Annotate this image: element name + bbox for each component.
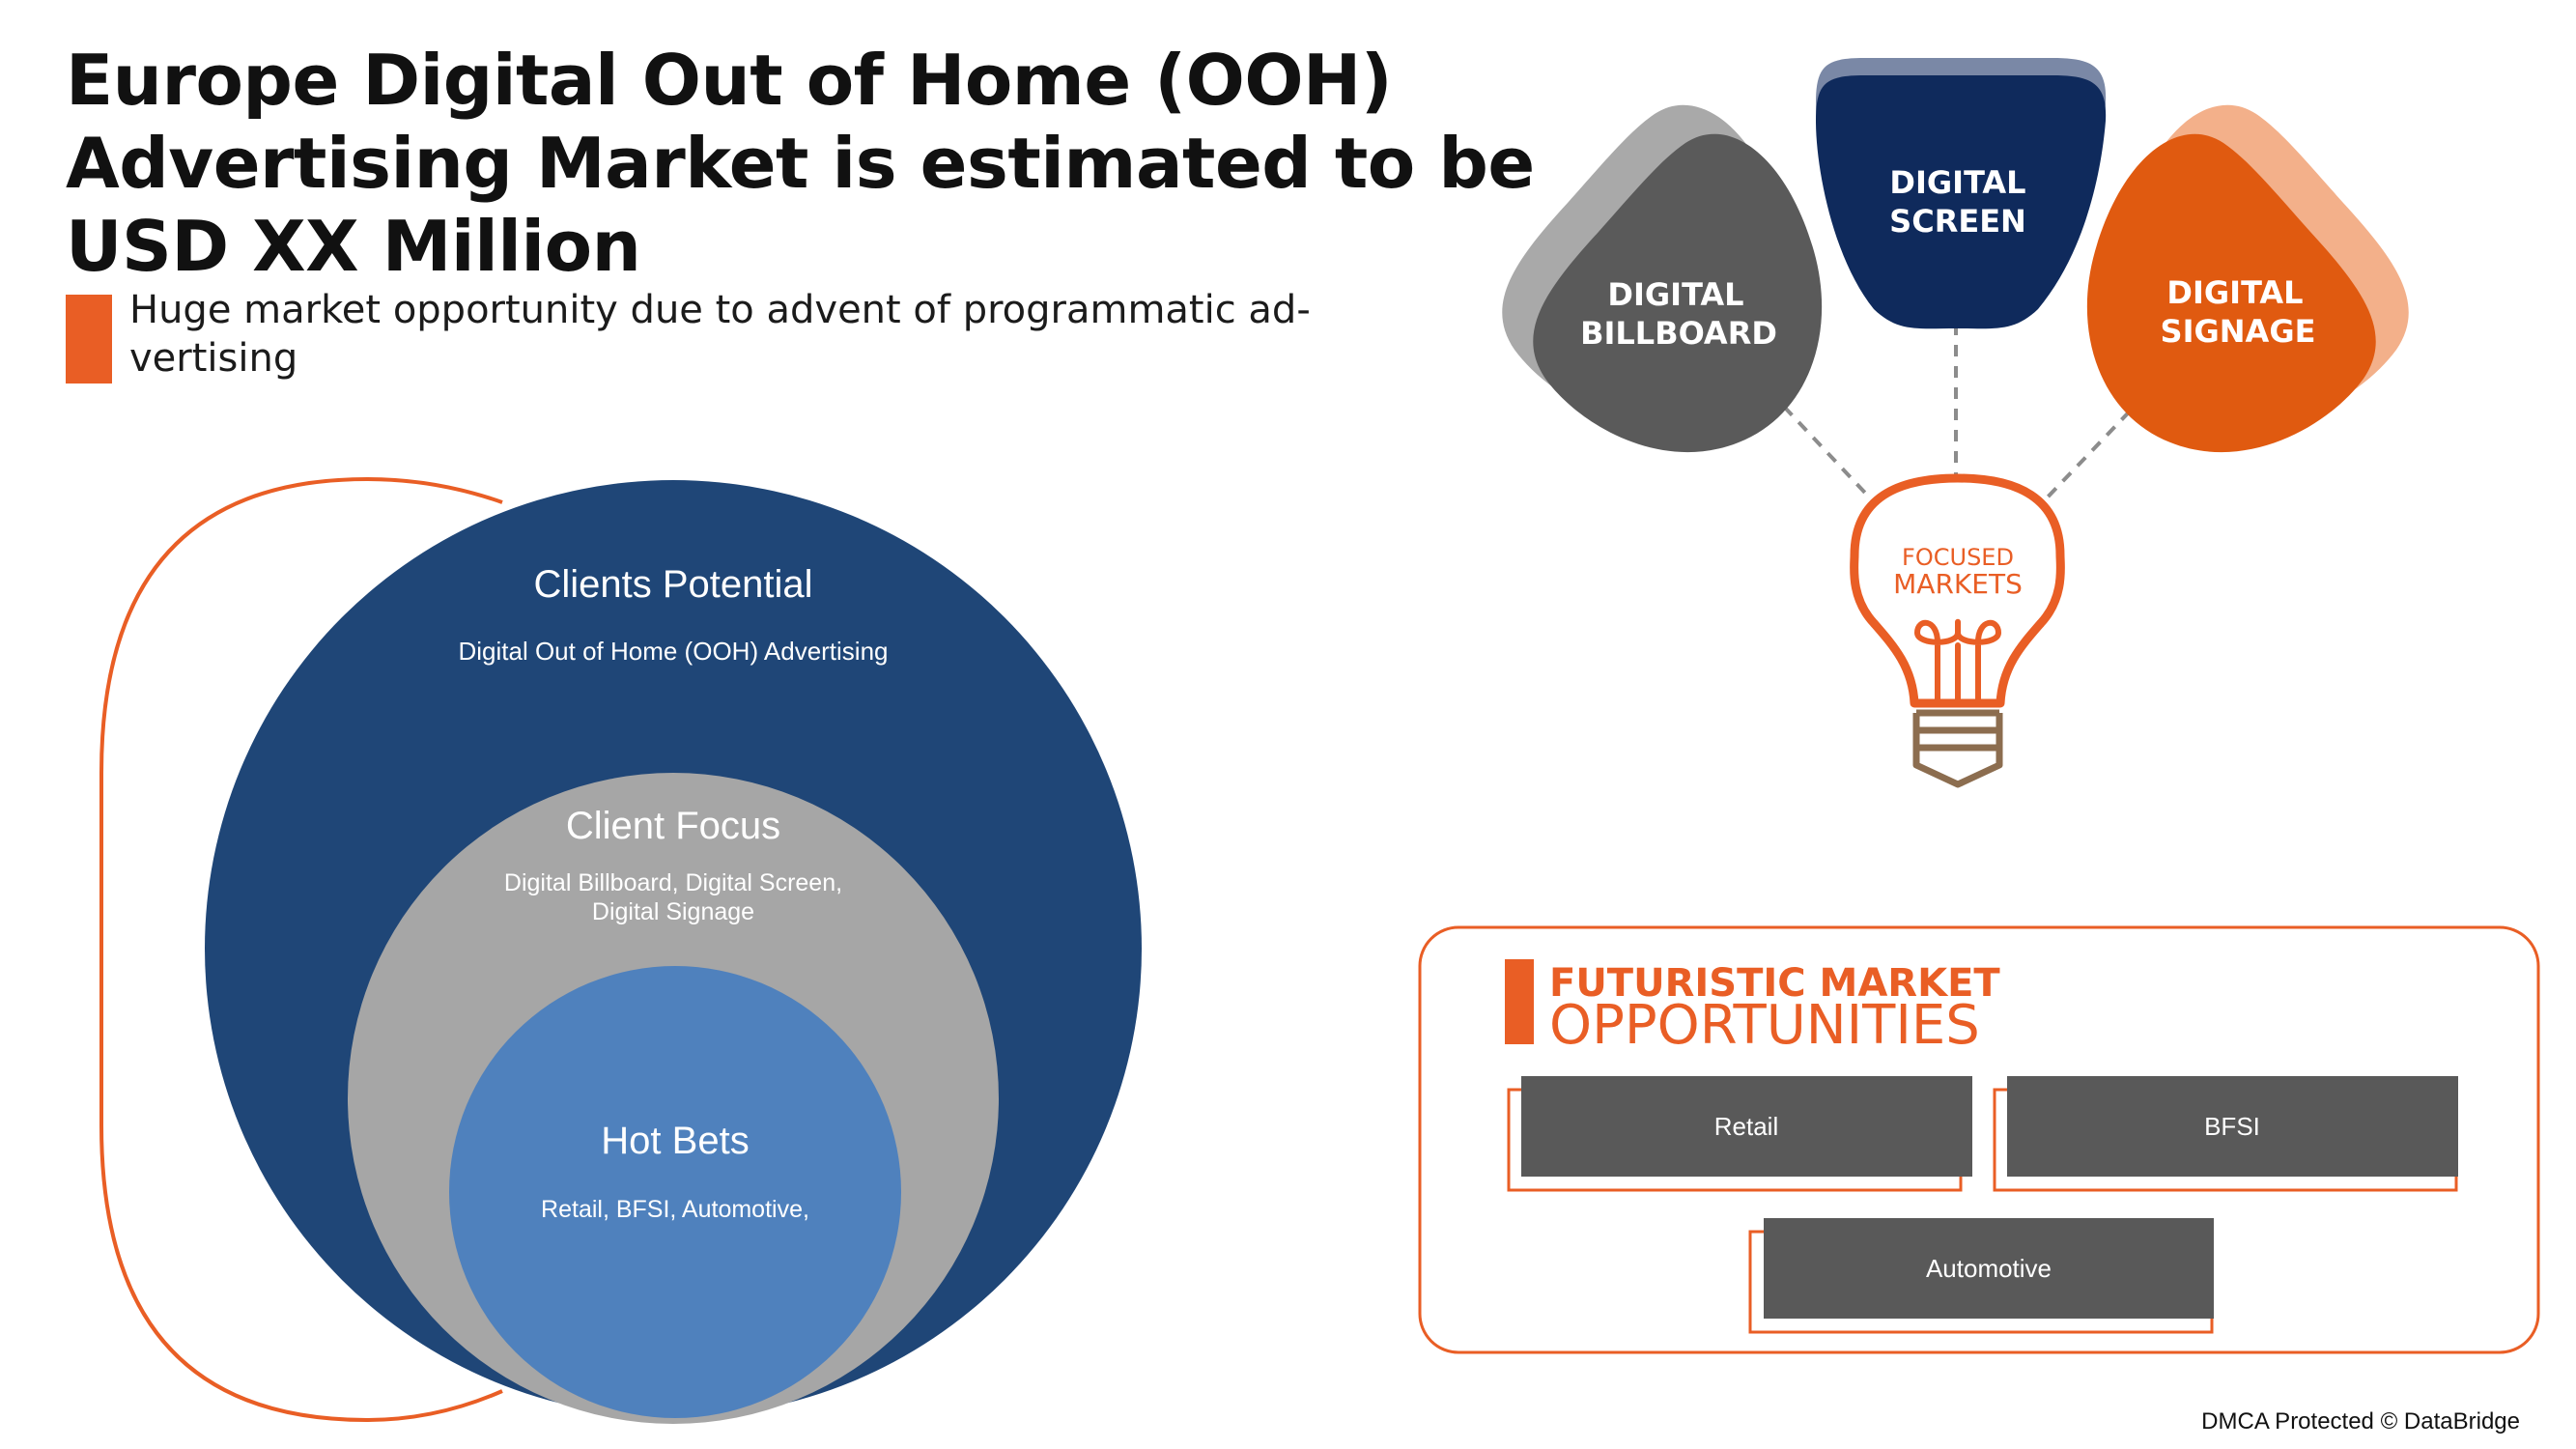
- opportunities-heading-top: FUTURISTIC MARKET: [1549, 961, 2000, 1006]
- bulb-filament: [1913, 618, 2002, 706]
- client-focus-title: Client Focus: [566, 805, 780, 847]
- box-fill: [1521, 1076, 1972, 1177]
- bulb-label-line: FOCUSED: [1902, 544, 2014, 571]
- footer-copyright: DMCA Protected © DataBridge: [2201, 1408, 2520, 1435]
- opportunity-box-automotive: Automotive: [1748, 1218, 2214, 1334]
- lightbulb-icon: FOCUSED MARKETS: [1850, 473, 2065, 788]
- connector-line: [1768, 389, 1881, 509]
- opportunity-box-bfsi: BFSI: [1993, 1076, 2458, 1192]
- title-line: Advertising Market is estimated to be: [66, 123, 1535, 204]
- clients-potential-title: Clients Potential: [533, 563, 812, 606]
- title-line: USD XX Million: [66, 206, 641, 287]
- opportunities-accent-bar: [1505, 959, 1534, 1044]
- outer-arc-outline: [99, 476, 503, 1423]
- subtitle-line: vertising: [129, 336, 298, 381]
- opportunity-label: Automotive: [1926, 1254, 2052, 1283]
- bulb-label-line: MARKETS: [1893, 568, 2023, 600]
- billboard-petal: [1533, 133, 1823, 453]
- opportunities-panel: FUTURISTIC MARKET OPPORTUNITIES Retail B…: [1418, 925, 2540, 1354]
- box-fill: [2007, 1076, 2458, 1177]
- hot-bets-text: Retail, BFSI, Automotive,: [541, 1196, 809, 1223]
- hot-bets-title: Hot Bets: [601, 1120, 749, 1162]
- title-line: Europe Digital Out of Home (OOH): [66, 40, 1393, 121]
- screen-label-line: SCREEN: [1889, 203, 2026, 240]
- bulb-base: [1912, 709, 2003, 788]
- billboard-label-line: DIGITAL: [1607, 276, 1743, 313]
- clients-potential-text: Digital Out of Home (OOH) Advertising: [458, 637, 888, 666]
- hot-bets-circle: [449, 966, 901, 1418]
- signage-label-line: SIGNAGE: [2161, 313, 2316, 350]
- box-fill: [1764, 1218, 2214, 1319]
- billboard-label-line: BILLBOARD: [1580, 315, 1777, 352]
- screen-label-line: DIGITAL: [1889, 164, 2025, 201]
- opportunity-label: Retail: [1714, 1112, 1778, 1141]
- opportunities-frame: [1418, 925, 2540, 1354]
- page-title: Europe Digital Out of Home (OOH) Adverti…: [66, 39, 1572, 288]
- client-focus-text-line: Digital Billboard, Digital Screen,: [504, 869, 842, 896]
- client-focus-text-line: Digital Signage: [592, 898, 754, 925]
- connector-line: [2036, 394, 2146, 509]
- bulb-glass-outline: [1850, 473, 2065, 708]
- subtitle-line: Huge market opportunity due to advent of…: [129, 288, 1311, 332]
- opportunity-label: BFSI: [2204, 1112, 2260, 1141]
- subtitle: Huge market opportunity due to advent of…: [129, 286, 1482, 383]
- opportunity-box-retail: Retail: [1507, 1076, 1972, 1192]
- focused-markets-diagram: DIGITAL BILLBOARD DIGITAL SCREEN DIGITAL…: [1502, 58, 2409, 788]
- nested-circles-diagram: Clients Potential Digital Out of Home (O…: [99, 476, 1142, 1424]
- signage-label-line: DIGITAL: [2166, 274, 2303, 311]
- subtitle-accent-bar: [66, 295, 112, 384]
- opportunities-heading-bottom: OPPORTUNITIES: [1549, 994, 1980, 1057]
- signage-petal: [2086, 133, 2376, 453]
- screen-petal: [1816, 75, 2107, 329]
